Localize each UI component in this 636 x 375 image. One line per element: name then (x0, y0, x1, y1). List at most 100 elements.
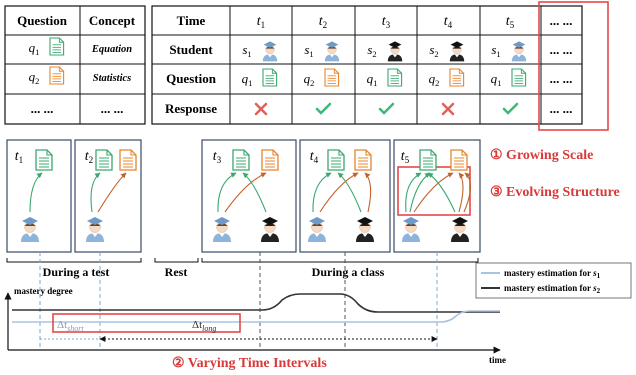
panel-1-link-s1-q1 (29, 172, 43, 213)
phase-during-test: During a test (43, 265, 110, 279)
concept-question-2-symbol: q (29, 69, 36, 84)
panel-4-student-s2-icon (356, 217, 374, 242)
question-cell-2: q2 (304, 71, 315, 88)
question-cell-1-sub: 1 (248, 78, 252, 88)
student-cell-3-symbol: s (367, 42, 372, 57)
panel-time-label-2-sub: 2 (89, 155, 94, 165)
student-cell-5-symbol: s (491, 42, 496, 57)
student-cell-3-sub: 2 (372, 49, 376, 59)
question-cell-4: q2 (429, 71, 440, 88)
student-cell-2: s1 (304, 42, 313, 59)
time-header-5-sub: 5 (510, 20, 515, 30)
student-light-icon-5 (511, 41, 527, 62)
panel-time-label-1-sub: 1 (19, 155, 24, 165)
concept-question-2-sub: 2 (35, 76, 39, 86)
time-guides (39, 252, 438, 350)
question-doc-icon-table-4 (449, 68, 465, 87)
time-header-4: t4 (444, 14, 453, 30)
ellipsis-cell-1: ... ... (550, 13, 573, 28)
evolving-structure-callout: ③ Evolving Structure (490, 185, 620, 200)
question-doc-icon-table-2 (324, 68, 340, 87)
question-doc-icon-1 (49, 37, 65, 56)
time-header-1-symbol: t (257, 14, 262, 29)
question-cell-2-sub: 2 (310, 78, 314, 88)
panel-time-label-3: t3 (213, 149, 222, 165)
panel-time-label-4-symbol: t (310, 149, 315, 164)
panel-1 (6, 139, 72, 253)
student-cell-1-sub: 1 (247, 49, 251, 59)
panel-4-doc-q1-icon (327, 149, 345, 171)
panel-time-label-2-symbol: t (85, 149, 90, 164)
panel-5-link-s1-q1 (405, 172, 422, 213)
time-header-3-sub: 3 (386, 20, 391, 30)
question-cell-5-sub: 1 (497, 78, 501, 88)
question-doc-icon-table-3 (387, 68, 403, 87)
response-check-icon-2 (315, 102, 332, 115)
panel-1-doc-q1-icon (35, 149, 53, 171)
time-header-5-symbol: t (506, 14, 511, 29)
student-light-icon-1 (262, 41, 278, 62)
panel-time-label-1: t1 (15, 149, 23, 165)
svg-text:mastery estimation for s2: mastery estimation for s2 (504, 283, 601, 295)
student-cell-2-symbol: s (304, 42, 309, 57)
legend: mastery estimation for s1 mastery estima… (475, 262, 632, 299)
y-axis-label: mastery degree (14, 286, 73, 296)
delta-long-sub: long (202, 324, 216, 333)
interval-highlight (52, 313, 241, 333)
response-cross-icon-1 (254, 102, 268, 116)
panel-2-link-s1-q2 (97, 172, 127, 213)
response-cross-icon-4 (441, 102, 455, 116)
panel-5-doc-q1-icon (419, 149, 437, 171)
delta-long: Δt (192, 319, 202, 331)
question-cell-4-sub: 2 (435, 78, 439, 88)
panel-2-doc-q1-icon (95, 149, 113, 171)
row-label-question: Question (166, 71, 217, 86)
ellipsis-cell-4: ... ... (550, 101, 573, 116)
response-check-icon-5 (502, 102, 519, 115)
time-header-4-sub: 4 (448, 20, 453, 30)
legend-label-s2: mastery estimation for (504, 283, 591, 293)
panel-5-link-s2-q1 (427, 172, 456, 213)
student-cell-1-symbol: s (242, 42, 247, 57)
panel-3-student-s2-icon (261, 217, 279, 242)
ellipsis-cell-2: ... ... (550, 42, 573, 57)
panel-3-doc-q1-icon (232, 149, 250, 171)
concept-question-ellipsis: ... ... (31, 101, 54, 116)
concept-question-1: q1 (29, 40, 40, 57)
student-cell-5-sub: 1 (496, 49, 500, 59)
student-cell-5: s1 (491, 42, 500, 59)
growing-scale-highlight (538, 1, 609, 131)
panel-4-link-s2-q2 (364, 172, 372, 213)
row-label-time: Time (177, 13, 206, 28)
question-cell-3: q1 (367, 71, 378, 88)
mastery-plot: mastery degree time Δtshort Δtlong (4, 252, 506, 365)
evolving-structure-highlight (397, 166, 471, 216)
question-cell-1-symbol: q (242, 71, 249, 86)
svg-text:Δtlong: Δtlong (192, 319, 216, 333)
question-doc-icon-table-1 (262, 68, 278, 87)
question-cell-4-symbol: q (429, 71, 436, 86)
panel-4-link-s1-q1 (312, 172, 332, 213)
time-header-1-sub: 1 (261, 20, 266, 30)
concept-name-2: Statistics (93, 73, 132, 84)
panel-3-student-s1-icon (213, 217, 231, 242)
panel-4-link-s2-q1 (337, 172, 362, 213)
panel-time-label-3-symbol: t (213, 149, 218, 164)
panel-3-link-s1-q1 (217, 172, 237, 213)
concept-name-1: Equation (91, 44, 132, 55)
time-header-3: t3 (382, 14, 391, 30)
panel-3-link-s2-q1 (242, 172, 267, 213)
time-header-2: t2 (319, 14, 328, 30)
panel-2-link-s1-q1 (90, 172, 101, 213)
question-cell-5: q1 (491, 71, 502, 88)
concept-name-ellipsis: ... ... (101, 101, 124, 116)
legend-label-s1: mastery estimation for (504, 268, 591, 278)
row-label-student: Student (169, 42, 213, 57)
panel-1-student-s1-icon (21, 217, 39, 242)
student-light-icon-2 (324, 41, 340, 62)
concept-question-1-symbol: q (29, 40, 36, 55)
panel-4-student-s1-icon (308, 217, 326, 242)
